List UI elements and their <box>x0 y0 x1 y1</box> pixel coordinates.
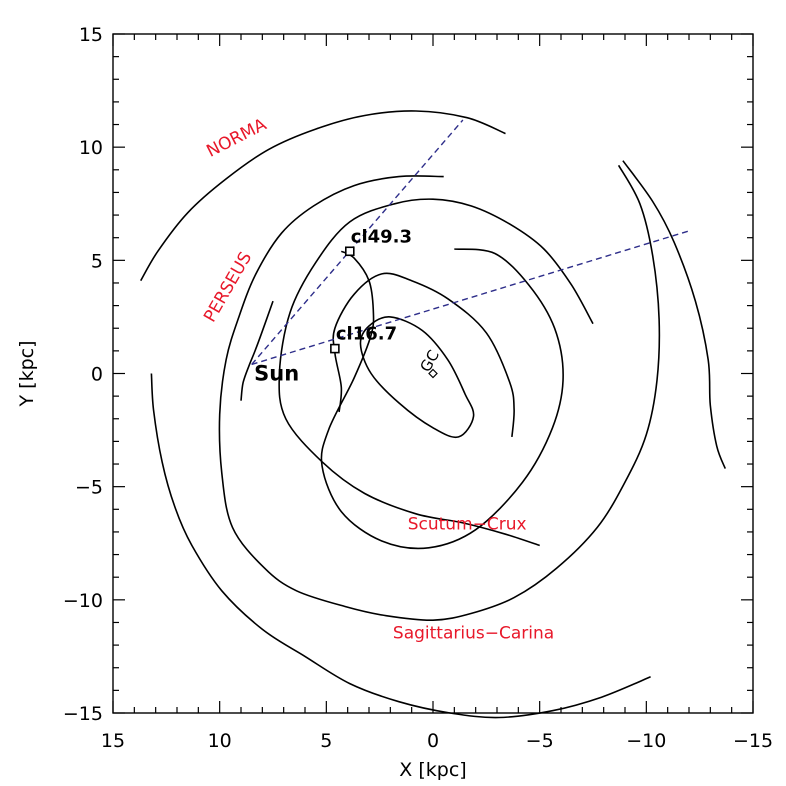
sightline-toward-cl49.3 <box>251 119 464 365</box>
arm-curve-arm-6 <box>240 300 274 401</box>
y-tick-label: −15 <box>63 703 103 725</box>
cluster-marker-cl16.7 <box>330 343 340 354</box>
spiral-arms <box>140 110 727 719</box>
x-tick-label: 5 <box>320 730 332 752</box>
y-tick-label: −5 <box>75 477 103 499</box>
arm-curve-arm-2 <box>320 248 564 550</box>
markers <box>330 246 438 379</box>
arm-curve-arm-1 <box>332 272 515 437</box>
arm-label-1: PERSEUS <box>200 249 256 326</box>
arm-curve-arm-3 <box>278 198 594 547</box>
x-tick-label: 10 <box>208 730 232 752</box>
annotations: cl49.3cl16.7GCSunNORMAPERSEUSScutum−Crux… <box>200 115 554 644</box>
y-tick-label: 0 <box>91 364 103 386</box>
cluster-marker-cl49.3 <box>344 246 355 257</box>
x-tick-label: −5 <box>526 730 554 752</box>
x-tick-label: 0 <box>427 730 439 752</box>
arm-curve-arm-8 <box>622 160 727 469</box>
x-tick-label: 15 <box>101 730 125 752</box>
arm-curve-inner-ellipse <box>359 316 475 439</box>
galactic-center-label: GC <box>416 347 443 375</box>
y-tick-label: −10 <box>63 590 103 612</box>
sightlines <box>251 119 690 366</box>
cluster-label-cl16.7: cl16.7 <box>336 324 397 345</box>
arm-curve-arm-4 <box>218 164 661 622</box>
cluster-label-cl49.3: cl49.3 <box>351 226 412 247</box>
arm-label-3: Sagittarius−Carina <box>393 623 554 643</box>
sightline-toward-cl16.7 <box>251 230 690 366</box>
y-axis-title: Y [kpc] <box>16 341 38 408</box>
y-tick-label: 10 <box>79 137 103 159</box>
arm-curve-arm-5 <box>140 110 506 282</box>
y-tick-label: 5 <box>91 250 103 272</box>
arm-curve-arm-7 <box>150 373 651 719</box>
x-tick-label: −10 <box>626 730 666 752</box>
x-tick-label: −15 <box>733 730 773 752</box>
sun-label: Sun <box>254 362 299 386</box>
y-tick-label: 15 <box>79 24 103 46</box>
arm-label-2: Scutum−Crux <box>408 515 527 535</box>
galactic-center-marker <box>428 368 438 379</box>
x-axis-title: X [kpc] <box>399 759 466 781</box>
axis-ticks: 15 10 5 0 −5 −10 −15 15 10 5 0 −5 −10 −15 <box>63 24 773 752</box>
